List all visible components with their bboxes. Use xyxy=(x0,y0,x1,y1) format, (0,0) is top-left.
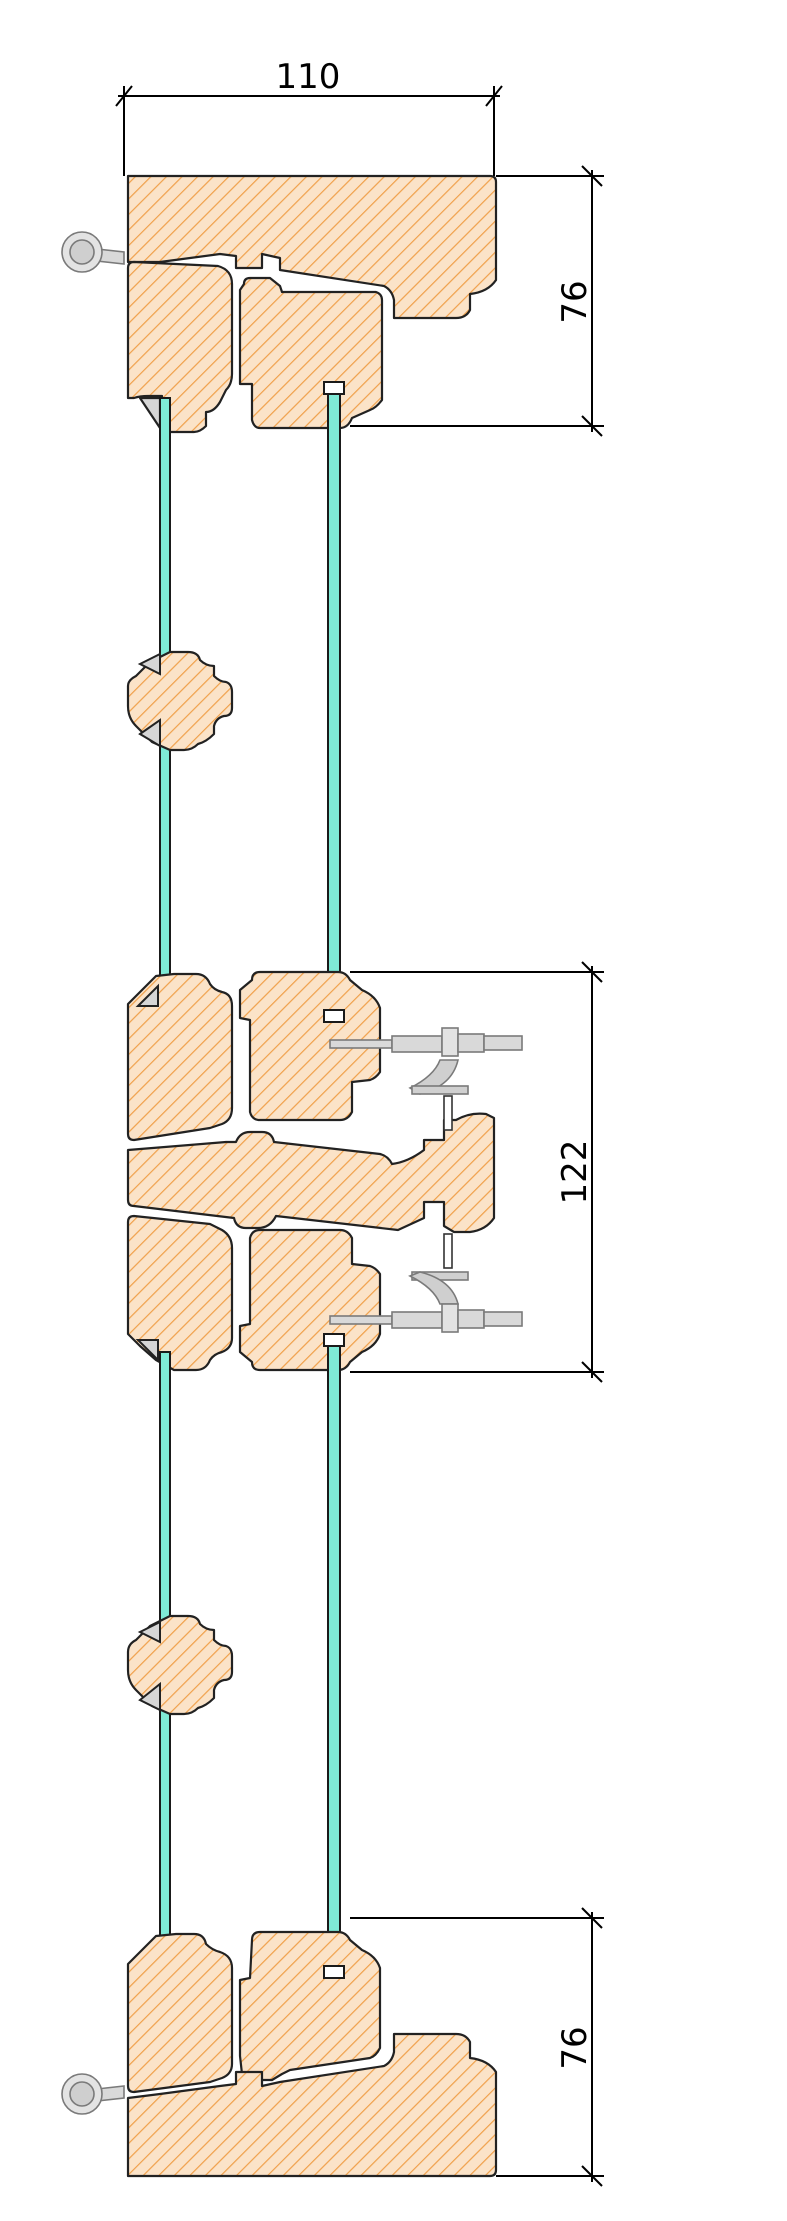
dimension-middle-height: 122 xyxy=(350,961,604,1383)
bottom-outer-sash-stile xyxy=(126,1932,234,2094)
dimension-width-label: 110 xyxy=(276,57,341,97)
dimension-top-height: 76 xyxy=(350,165,604,437)
top-frame-profile xyxy=(126,174,498,434)
middle-lower-inner-rail xyxy=(238,1228,382,1372)
top-inner-sash-rail xyxy=(238,276,384,430)
bottom-glazing-bar xyxy=(126,1614,234,1716)
hinge-icon-top xyxy=(61,231,125,273)
middle-upper-outer-stile xyxy=(126,972,234,1142)
dimension-width: 110 xyxy=(115,57,503,176)
middle-lower-outer-stile xyxy=(126,1214,234,1372)
bottom-frame-sill xyxy=(126,2032,498,2178)
top-glazing-bar xyxy=(126,650,234,752)
outer-glass-pane-1 xyxy=(159,397,171,675)
dimension-bottom-height-label: 76 xyxy=(555,2026,595,2069)
top-outer-sash-stile xyxy=(126,260,234,434)
inner-glass-pane-bottom xyxy=(327,1345,341,1975)
inner-glass-top-gasket xyxy=(323,381,345,395)
bottom-inner-sash-rail xyxy=(238,1930,382,2082)
top-glazing-bead xyxy=(138,396,162,430)
dimension-middle-height-label: 122 xyxy=(555,1140,595,1205)
outer-glass-pane-4 xyxy=(159,1677,171,1963)
middle-mullion-centre xyxy=(126,1112,496,1234)
hinge-icon-bottom xyxy=(61,2073,125,2115)
espagnolette-icon-lower xyxy=(329,1233,523,1333)
top-frame-head xyxy=(126,174,498,320)
espagnolette-icon-upper xyxy=(329,1027,523,1131)
middle-upper-sash xyxy=(126,970,382,1142)
inner-glass-pane-top xyxy=(327,391,341,1019)
dimension-bottom-height: 76 xyxy=(350,1907,604,2187)
middle-lower-sash xyxy=(126,1214,382,1372)
outer-glass-pane-3 xyxy=(159,1351,171,1639)
bottom-frame-profile xyxy=(126,1930,498,2178)
outer-glass-pane-2 xyxy=(159,717,171,1009)
dimension-top-height-label: 76 xyxy=(555,280,595,323)
